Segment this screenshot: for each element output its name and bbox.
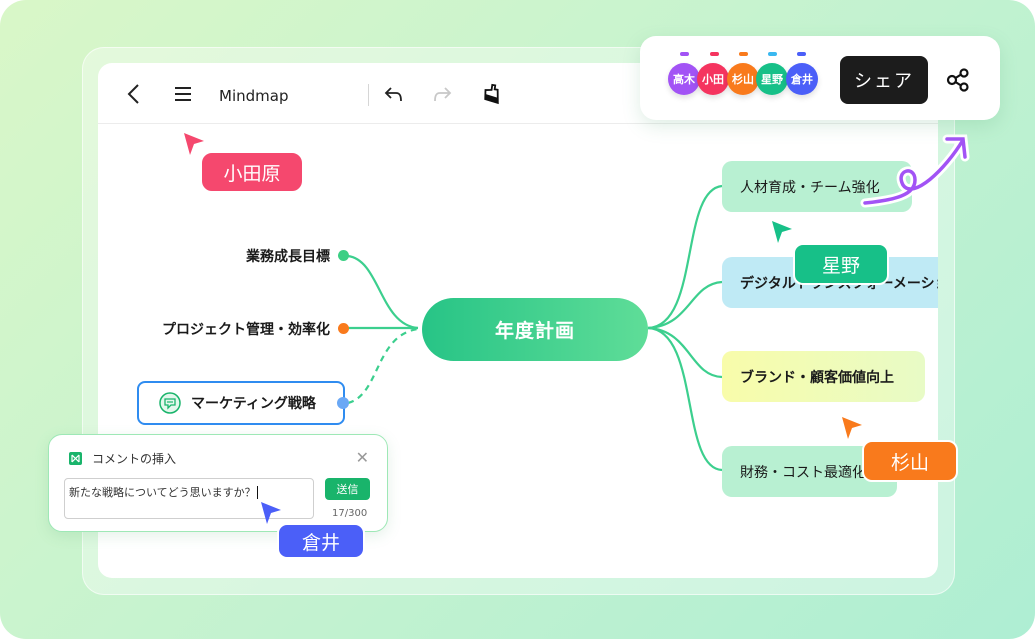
node-project-management[interactable]: プロジェクト管理・効率化 <box>162 322 330 338</box>
presence-indicator <box>768 52 777 56</box>
format-paint-icon[interactable] <box>480 82 504 106</box>
menu-icon[interactable] <box>171 82 195 106</box>
comment-input-value: 新たな戦略についてどう思いますか？ <box>69 486 256 499</box>
avatar[interactable]: 星野 <box>756 63 788 95</box>
toolbar: Mindmap <box>98 63 938 124</box>
presence-indicator <box>680 52 689 56</box>
cursor-pointer-icon <box>842 417 862 439</box>
node-connector-dot[interactable] <box>337 397 349 409</box>
app-logo-icon <box>69 452 82 465</box>
redo-icon[interactable] <box>430 82 454 106</box>
comment-input[interactable]: 新たな戦略についてどう思いますか？ <box>64 478 314 519</box>
scribble-arrow-icon <box>860 134 970 208</box>
node-business-growth[interactable]: 業務成長目標 <box>246 249 330 265</box>
document-title: Mindmap <box>219 87 289 105</box>
node-connector-dot[interactable] <box>338 323 349 334</box>
cursor-label: 小田原 <box>202 153 302 191</box>
node-brand-value[interactable]: ブランド・顧客価値向上 <box>722 351 925 402</box>
cursor-pointer-icon <box>772 221 792 243</box>
comment-dialog-header: コメントの挿入 <box>69 450 176 467</box>
send-button[interactable]: 送信 <box>325 478 370 500</box>
node-label: ブランド・顧客価値向上 <box>740 369 894 386</box>
collaboration-bar: 高木 小田 杉山 星野 倉井 シェア <box>640 36 1000 120</box>
node-marketing-strategy[interactable]: マーケティング戦略 <box>137 381 345 425</box>
presence-indicator <box>739 52 748 56</box>
root-node[interactable]: 年度計画 <box>422 298 648 361</box>
avatar[interactable]: 小田 <box>697 63 729 95</box>
back-icon[interactable] <box>122 82 146 106</box>
avatar[interactable]: 高木 <box>668 63 700 95</box>
share-button[interactable]: シェア <box>840 56 928 104</box>
cursor-pointer-icon <box>184 133 204 155</box>
cursor-label: 倉井 <box>277 523 365 559</box>
presence-indicator <box>710 52 719 56</box>
cursor-label: 杉山 <box>862 440 958 482</box>
cursor-pointer-icon <box>261 502 281 524</box>
presence-indicator <box>797 52 806 56</box>
node-label: 財務・コスト最適化 <box>740 464 866 481</box>
avatar[interactable]: 倉井 <box>786 63 818 95</box>
share-nodes-icon[interactable] <box>945 67 971 93</box>
cursor-label: 星野 <box>793 243 889 285</box>
undo-icon[interactable] <box>382 82 406 106</box>
comment-bubble-icon[interactable] <box>159 392 181 414</box>
avatar[interactable]: 杉山 <box>727 63 759 95</box>
node-label: マーケティング戦略 <box>191 396 316 412</box>
node-label: 人材育成・チーム強化 <box>740 179 880 196</box>
text-caret <box>256 486 258 499</box>
character-count: 17/300 <box>332 508 368 519</box>
comment-dialog-title: コメントの挿入 <box>92 452 177 466</box>
comment-dialog: コメントの挿入 ✕ 新たな戦略についてどう思いますか？ 送信 17/300 <box>48 434 388 532</box>
close-icon[interactable]: ✕ <box>355 448 369 467</box>
node-connector-dot[interactable] <box>338 250 349 261</box>
toolbar-divider <box>368 84 369 106</box>
